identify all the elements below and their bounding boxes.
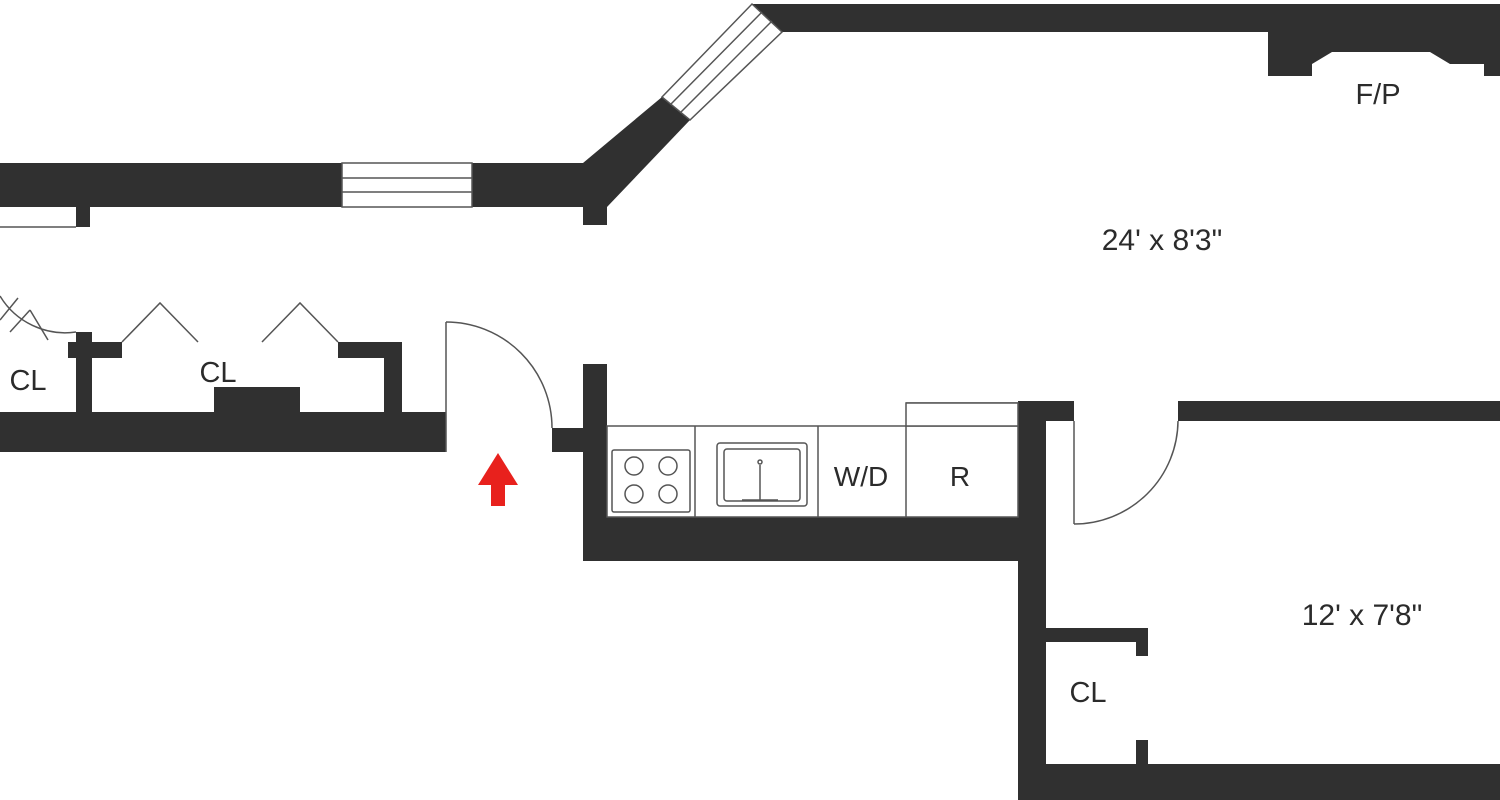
walls xyxy=(0,4,1500,800)
wall-door-jamb xyxy=(552,428,584,452)
wall-top-left-b xyxy=(472,163,596,207)
wall-top xyxy=(752,4,1500,32)
washer-dryer-label: W/D xyxy=(834,461,888,492)
wall-bedroom-closet-jamb-top xyxy=(1136,628,1148,656)
refrigerator-label: R xyxy=(950,461,970,492)
entry-arrow-icon xyxy=(478,453,518,506)
refrigerator-top xyxy=(905,402,1019,427)
wall-corner-stub xyxy=(583,205,607,225)
wall-top-left-a xyxy=(0,163,342,207)
far-left-closet-door xyxy=(0,295,77,341)
wall-bedroom-top-b xyxy=(1178,401,1500,421)
wall-bedroom-closet-jamb-bottom xyxy=(1136,740,1148,766)
bedroom-dimensions: 12' x 7'8" xyxy=(1302,599,1423,632)
closet-shelf xyxy=(214,387,300,413)
windows xyxy=(0,2,1018,404)
closet-label-bedroom: CL xyxy=(1069,677,1106,709)
wall-corridor-left xyxy=(0,412,446,452)
hall-closet-doors xyxy=(121,301,339,343)
wall-bedroom-bottom xyxy=(1018,764,1500,800)
living-room-dimensions: 24' x 8'3" xyxy=(1102,224,1223,257)
wall-closet-top-a xyxy=(68,342,122,358)
kitchen-counter xyxy=(606,402,1019,518)
wall-diagonal xyxy=(583,97,690,207)
wall-top-left-stub xyxy=(76,205,90,227)
wall-closet-right xyxy=(384,342,402,414)
closet-label-hall: CL xyxy=(199,357,236,389)
entry-door xyxy=(445,321,553,452)
closet-label-far-left: CL xyxy=(9,365,46,397)
wall-bedroom-closet-top xyxy=(1046,628,1146,642)
fireplace-label: F/P xyxy=(1355,79,1400,111)
wall-bedroom-left xyxy=(1018,401,1046,800)
sink-icon xyxy=(716,442,808,507)
window-diagonal xyxy=(660,2,784,122)
bedroom-door xyxy=(1073,420,1179,525)
wall-closet-top-b xyxy=(338,342,398,358)
fireplace-breast xyxy=(1268,32,1500,76)
stove-icon xyxy=(611,449,691,513)
doors xyxy=(0,295,1179,525)
window-top-left xyxy=(341,162,473,208)
wall-kitchen-bottom xyxy=(583,517,1045,561)
